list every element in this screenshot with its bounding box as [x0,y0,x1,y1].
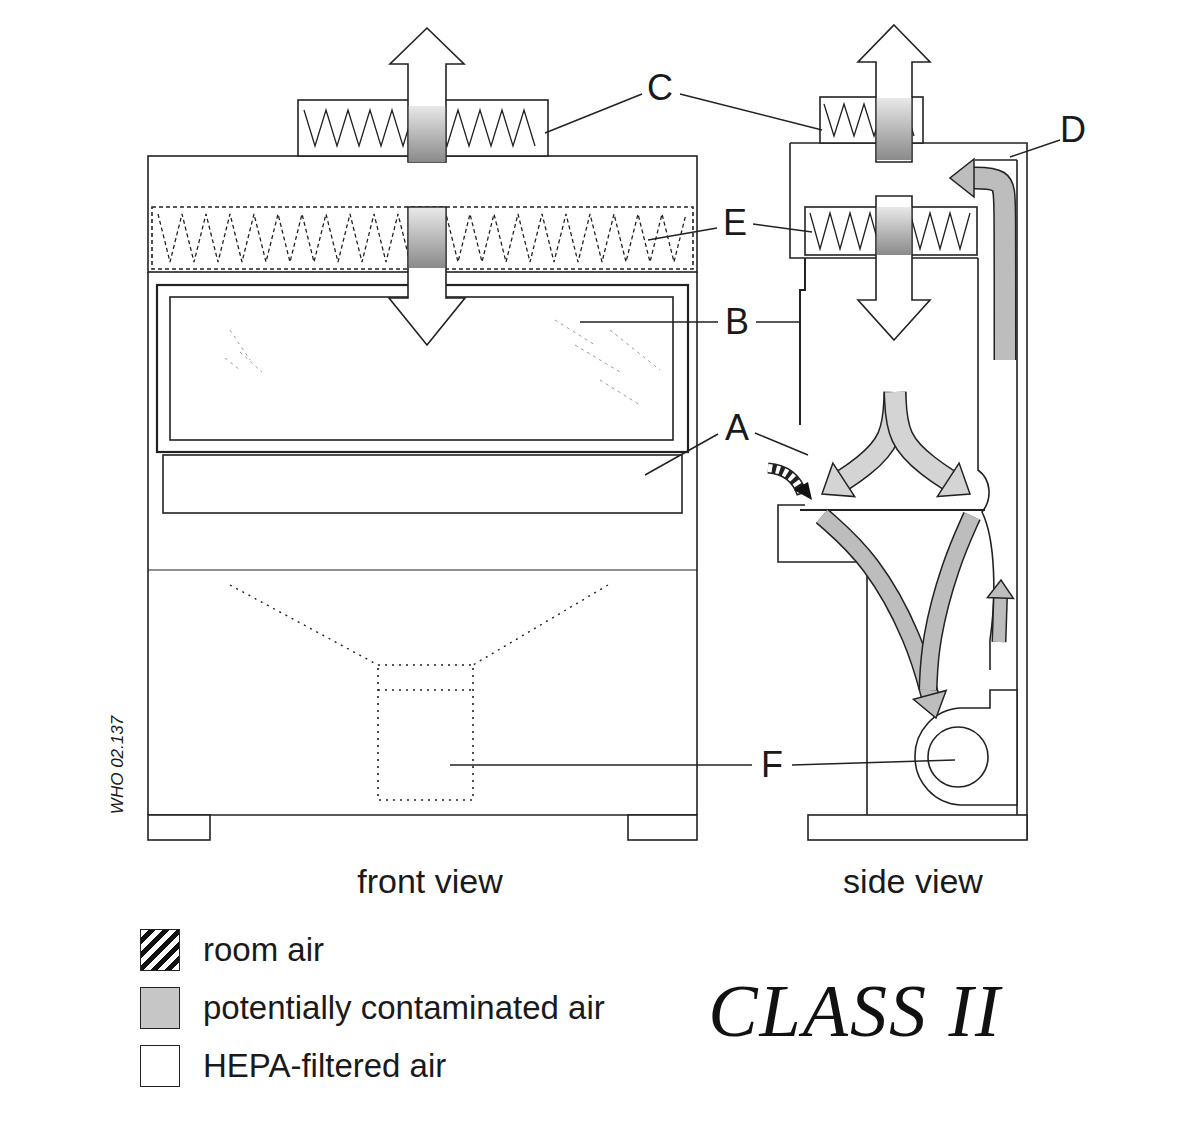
legend-swatch [140,1045,180,1087]
glass-glint [225,358,240,370]
flow-arrow [928,516,972,690]
plenum-top [975,159,1017,161]
glass-glint [555,320,595,345]
leader-line [755,433,808,455]
flow-arrow [999,594,1001,642]
cabinet-foot [628,815,697,840]
legend-swatch [140,929,180,971]
glass-glint [600,380,640,405]
figure-code: WHO 02.137 [109,716,128,814]
part-letter: D [1060,110,1086,150]
panel-line [148,569,697,570]
part-letter: F [761,745,783,785]
flow-arrow [928,516,972,690]
leader-line [1010,140,1060,157]
front-panel [163,455,682,513]
part-letter: B [725,302,749,342]
part-letter: C [647,68,673,108]
flow-arrowhead [987,580,1013,598]
glass-glint [240,352,262,372]
flow-arrow [999,594,1001,642]
flow-arrow [895,392,953,483]
legend-row: HEPA-filtered air [140,1043,446,1089]
view-caption: front view [357,863,503,900]
legend-swatch [140,987,180,1029]
supply-filter [805,207,977,255]
contaminated-band [409,208,445,268]
flow-arrowhead [913,690,946,718]
flow-arrow [969,178,1005,360]
legend-text: HEPA-filtered air [203,1047,446,1085]
legend-text: room air [203,931,324,969]
flow-arrowhead [822,463,855,497]
glass-glint [610,330,660,370]
leader-line [680,94,822,130]
leader-line [753,224,812,232]
air-arrow [390,28,464,162]
leader-line [756,321,800,323]
leader-line [580,321,718,323]
hidden-duct [230,585,608,665]
legend-text: potentially contaminated air [203,989,605,1027]
part-letter: E [723,203,747,243]
legend-row: room air [140,927,324,973]
glass-glint [575,345,620,372]
leader-line [645,434,718,475]
hidden-blower [378,665,473,800]
leader-line [450,764,752,766]
flow-arrowhead [950,159,974,197]
room-air-arrowhead [794,482,812,500]
leader-line [648,228,717,240]
flow-arrowhead [937,463,970,497]
cabinet-shell [790,143,1027,840]
cabinet-base [808,815,1027,840]
air-arrow [858,196,930,340]
cabinet-side [148,272,697,815]
contaminated-band [877,98,911,160]
flow-arrow [969,178,1005,360]
contaminated-band [409,106,445,162]
legend-row: potentially contaminated air [140,985,605,1031]
leader-line [792,760,955,765]
back-wall [978,258,994,670]
base-line [148,814,697,816]
flow-arrow [822,516,931,699]
contaminated-band [877,207,911,255]
blower [928,727,988,787]
part-letter: A [725,408,749,448]
sash [800,258,805,425]
cabinet-foot [148,815,210,840]
flow-arrow [895,392,953,483]
supply-filter [152,207,693,269]
hidden-duct [378,689,473,690]
glass-glint [230,330,250,360]
leader-line [545,94,642,133]
view-caption: side view [843,863,983,900]
flow-arrow [822,516,931,699]
cabinet-housing [148,156,697,272]
diagram-title: CLASS II [708,971,1002,1052]
air-arrow [858,25,930,162]
air-arrow [389,207,465,345]
